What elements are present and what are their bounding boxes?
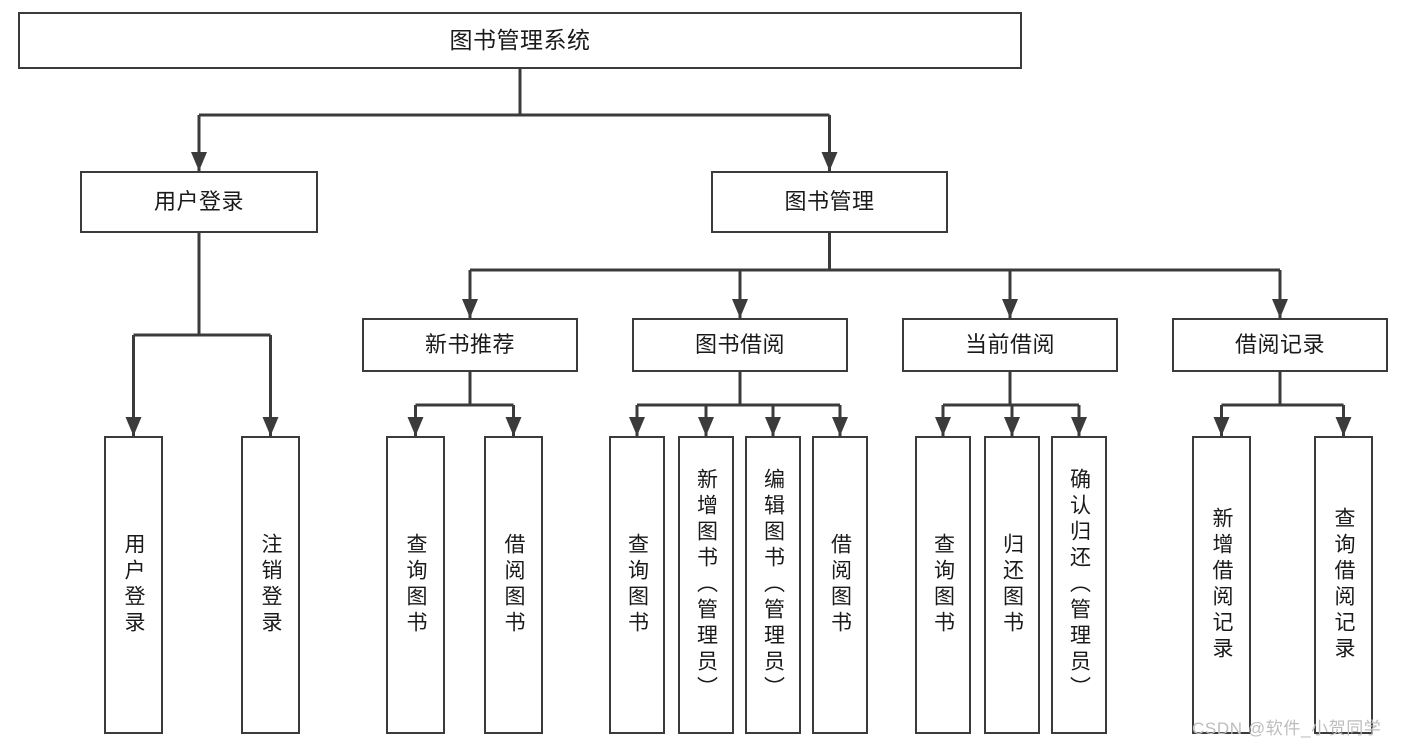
arrow-head-icon bbox=[407, 417, 424, 436]
node-label: 新书推荐 bbox=[424, 332, 515, 358]
node-leaf-borrow-add-book: 新增图书（管理员） bbox=[678, 436, 734, 734]
arrow-head-icon bbox=[191, 152, 207, 171]
node-leaf-rec-borrow-book: 借阅图书 bbox=[484, 436, 543, 734]
arrow-head-icon bbox=[935, 417, 951, 436]
arrow-head-icon bbox=[832, 417, 848, 436]
node-label: 借阅图书 bbox=[502, 533, 525, 637]
arrow-head-icon bbox=[732, 299, 748, 318]
node-label: 借阅图书 bbox=[828, 533, 852, 637]
node-label: 借阅记录 bbox=[1234, 332, 1325, 358]
node-label: 图书管理 bbox=[784, 189, 875, 215]
node-leaf-borrow-query-book: 查询图书 bbox=[609, 436, 665, 734]
node-label: 查询图书 bbox=[931, 533, 955, 637]
node-leaf-rec-query-book: 查询图书 bbox=[386, 436, 445, 734]
arrow-head-icon bbox=[1213, 417, 1230, 436]
node-label: 图书借阅 bbox=[694, 332, 785, 358]
arrow-head-icon bbox=[629, 417, 645, 436]
node-root: 图书管理系统 bbox=[18, 12, 1022, 69]
arrow-head-icon bbox=[1071, 417, 1087, 436]
arrow-head-icon bbox=[1002, 299, 1018, 318]
arrow-head-icon bbox=[698, 417, 714, 436]
node-label: 编辑图书（管理员） bbox=[761, 468, 785, 702]
arrow-head-icon bbox=[125, 417, 142, 436]
arrow-head-icon bbox=[462, 299, 478, 318]
arrow-head-icon bbox=[505, 417, 522, 436]
arrow-head-icon bbox=[1335, 417, 1352, 436]
node-label: 查询图书 bbox=[625, 533, 649, 637]
arrow-head-icon bbox=[1004, 417, 1020, 436]
node-label: 用户登录 bbox=[122, 533, 145, 637]
arrow-head-icon bbox=[1272, 299, 1288, 318]
node-new-book-rec: 新书推荐 bbox=[362, 318, 578, 372]
node-label: 确认归还（管理员） bbox=[1067, 468, 1091, 702]
node-leaf-cur-query-book: 查询图书 bbox=[915, 436, 971, 734]
node-current-borrow: 当前借阅 bbox=[902, 318, 1118, 372]
node-label: 新增借阅记录 bbox=[1210, 507, 1233, 663]
arrow-head-icon bbox=[262, 417, 279, 436]
node-leaf-user-login: 用户登录 bbox=[104, 436, 163, 734]
node-label: 当前借阅 bbox=[964, 332, 1055, 358]
node-borrow-record: 借阅记录 bbox=[1172, 318, 1388, 372]
csdn-watermark: CSDN @软件_小贺同学 bbox=[1192, 719, 1382, 738]
node-label: 用户登录 bbox=[153, 189, 244, 215]
node-leaf-cur-confirm-return: 确认归还（管理员） bbox=[1051, 436, 1107, 734]
node-leaf-user-logout: 注销登录 bbox=[241, 436, 300, 734]
node-leaf-borrow-borrow-book: 借阅图书 bbox=[812, 436, 868, 734]
node-label: 注销登录 bbox=[259, 533, 282, 637]
node-leaf-rec-add-record: 新增借阅记录 bbox=[1192, 436, 1251, 734]
node-leaf-cur-return-book: 归还图书 bbox=[984, 436, 1040, 734]
node-book-borrow: 图书借阅 bbox=[632, 318, 848, 372]
node-leaf-rec-query-record: 查询借阅记录 bbox=[1314, 436, 1373, 734]
node-book-manage: 图书管理 bbox=[711, 171, 948, 233]
node-label: 归还图书 bbox=[1000, 533, 1024, 637]
node-user-login: 用户登录 bbox=[80, 171, 318, 233]
arrow-head-icon bbox=[765, 417, 781, 436]
node-label: 查询借阅记录 bbox=[1332, 507, 1355, 663]
node-label: 图书管理系统 bbox=[449, 26, 591, 53]
arrow-head-icon bbox=[821, 152, 838, 171]
node-label: 新增图书（管理员） bbox=[694, 468, 718, 702]
node-leaf-borrow-edit-book: 编辑图书（管理员） bbox=[745, 436, 801, 734]
node-label: 查询图书 bbox=[404, 533, 427, 637]
